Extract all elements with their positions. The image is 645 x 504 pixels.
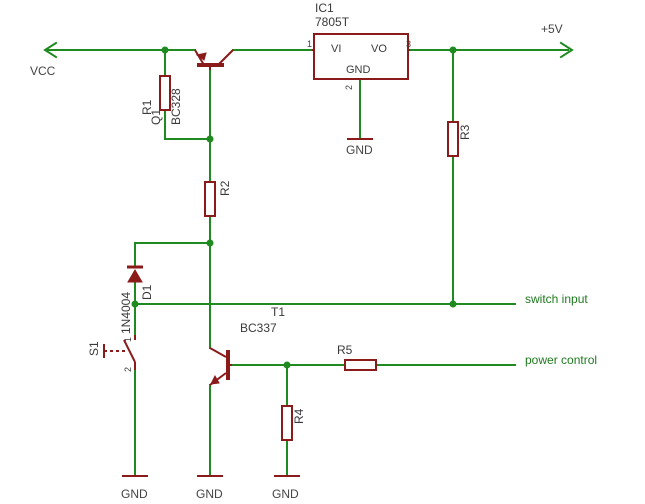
q1-collector-lead <box>217 49 234 66</box>
gnd-s1-label: GND <box>121 487 148 501</box>
gnd-ic1-label: GND <box>346 143 373 157</box>
junction-dot <box>131 300 139 308</box>
d1-triangle-icon <box>127 269 143 283</box>
net-label-power-control: power control <box>525 353 597 367</box>
s1-blade <box>123 339 136 363</box>
plus5v-supply: +5V <box>541 22 574 59</box>
ic1-body <box>313 33 409 80</box>
r4-name: R4 <box>292 408 306 424</box>
ic1-pin1-number: 1 <box>307 39 312 49</box>
gnd-s1: GND <box>121 475 148 501</box>
r4-body <box>281 405 293 441</box>
ic1-pin-vo-label: VO <box>371 43 387 55</box>
vcc-supply: VCC <box>30 41 58 78</box>
r1-body <box>159 75 171 111</box>
t1-name: T1 <box>271 305 285 319</box>
vcc-label: VCC <box>30 64 56 78</box>
q1-name: Q1 <box>149 109 163 125</box>
junction-dot <box>283 361 291 369</box>
t1-transistor: T1 BC337 <box>209 305 285 386</box>
r1-name: R1 <box>140 99 154 115</box>
junction-dot <box>206 135 214 143</box>
q1-value: BC328 <box>169 88 183 125</box>
gnd-t1: GND <box>196 475 223 501</box>
d1-name: D1 <box>140 284 154 300</box>
ic1-regulator: IC1 7805T VI VO GND 1 3 2 <box>307 1 411 90</box>
d1-diode: D1 1N4004 <box>119 265 154 334</box>
ic1-pin-vi-label: VI <box>331 43 341 55</box>
plus5v-label: +5V <box>541 22 563 36</box>
q1-emitter-arrow-icon <box>195 52 207 61</box>
r2-body <box>204 181 216 217</box>
r5-name: R5 <box>337 343 353 357</box>
t1-collector-lead <box>209 347 227 358</box>
d1-value: 1N4004 <box>119 292 133 334</box>
junctions <box>131 46 457 369</box>
s1-switch: S1 1 2 <box>87 335 136 372</box>
r4-resistor: R4 <box>281 405 306 441</box>
junction-dot <box>449 46 457 54</box>
r3-body <box>447 121 459 157</box>
r5-resistor: R5 <box>337 343 377 371</box>
r2-name: R2 <box>218 180 232 196</box>
junction-dot <box>206 239 214 247</box>
gnd-t1-label: GND <box>196 487 223 501</box>
gnd-r4-label: GND <box>272 487 299 501</box>
gnd-r4: GND <box>272 475 300 501</box>
t1-emitter-arrow-icon <box>210 374 220 385</box>
s1-pin2-number: 2 <box>123 367 133 372</box>
ic1-value: 7805T <box>315 15 350 29</box>
gnd-ic1: GND <box>346 138 373 157</box>
ic1-pin3-number: 3 <box>406 39 411 49</box>
ic1-pin-gnd-label: GND <box>346 64 371 76</box>
junction-dot <box>161 46 169 54</box>
junction-dot <box>449 300 457 308</box>
s1-name: S1 <box>87 341 101 356</box>
r5-body <box>344 359 377 371</box>
ic1-name: IC1 <box>315 1 334 15</box>
r1-resistor: R1 <box>140 75 171 115</box>
q1-transistor: Q1 BC328 <box>149 49 234 125</box>
vcc-arrow-icon <box>43 41 58 59</box>
r3-resistor: R3 <box>447 121 472 157</box>
t1-value: BC337 <box>240 321 277 335</box>
ic1-pin2-number: 2 <box>344 85 354 90</box>
plus5v-arrow-icon <box>559 41 574 59</box>
r2-resistor: R2 <box>204 180 232 217</box>
s1-pin1-number: 1 <box>123 337 133 342</box>
q1-emitter-lead <box>194 49 205 66</box>
wires <box>47 49 569 477</box>
r3-name: R3 <box>458 124 472 140</box>
net-label-switch-input: switch input <box>525 292 588 306</box>
